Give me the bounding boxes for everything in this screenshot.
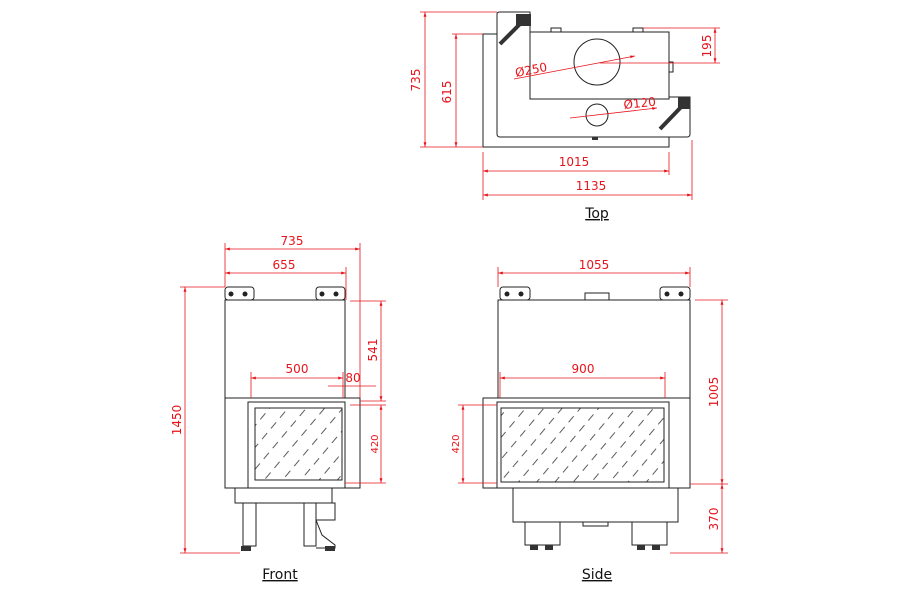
dim-top-1135: 1135 [576, 179, 607, 193]
dim-front-541: 541 [366, 339, 380, 362]
dim-side-420: 420 [451, 434, 462, 453]
dim-front-1450: 1450 [170, 405, 184, 436]
side-view: 1055 1005 370 420 900 Side [451, 258, 728, 583]
view-label-side: Side [582, 567, 612, 583]
glass-panel [254, 407, 343, 481]
dim-side-370: 370 [707, 508, 721, 531]
dim-top-195: 195 [700, 35, 714, 58]
dim-front-655: 655 [273, 258, 296, 272]
flue-small [585, 103, 609, 127]
dim-top-1015: 1015 [559, 155, 590, 169]
leg [242, 502, 257, 547]
upper-body [224, 299, 346, 399]
lug [659, 286, 691, 301]
tab [668, 61, 674, 73]
base [234, 487, 333, 504]
leg [631, 521, 668, 546]
dim-top-615: 615 [440, 81, 454, 104]
dim-front-420: 420 [370, 434, 381, 453]
hinge-arm [498, 18, 526, 46]
l-body [496, 11, 691, 138]
dim-side-1055: 1055 [579, 258, 610, 272]
upper-body [497, 299, 691, 399]
dim-side-1005: 1005 [707, 377, 721, 408]
base [512, 487, 679, 523]
top-box [529, 31, 670, 100]
glass-panel [500, 407, 665, 483]
view-label-top: Top [584, 206, 609, 222]
leg [303, 502, 317, 547]
tab [632, 27, 644, 33]
dim-flue-120: Ø120 [623, 95, 657, 112]
top-view: 735 615 195 Ø250 Ø120 1015 1135 Top [409, 11, 720, 222]
dim-side-900: 900 [572, 362, 595, 376]
leg [524, 521, 561, 546]
dim-front-500: 500 [286, 362, 309, 376]
dim-top-735: 735 [409, 69, 423, 92]
top-bump [584, 292, 610, 301]
knob [592, 137, 598, 140]
flue-large [573, 38, 621, 86]
dim-flue-250: Ø250 [514, 60, 548, 80]
tab [550, 27, 562, 33]
dim-front-735: 735 [281, 234, 304, 248]
view-label-front: Front [262, 567, 298, 583]
lug [499, 286, 531, 301]
dim-front-80: 80 [345, 371, 360, 385]
front-view: 735 655 1450 541 420 500 80 Front [170, 234, 386, 583]
hinge-arm [658, 102, 686, 131]
